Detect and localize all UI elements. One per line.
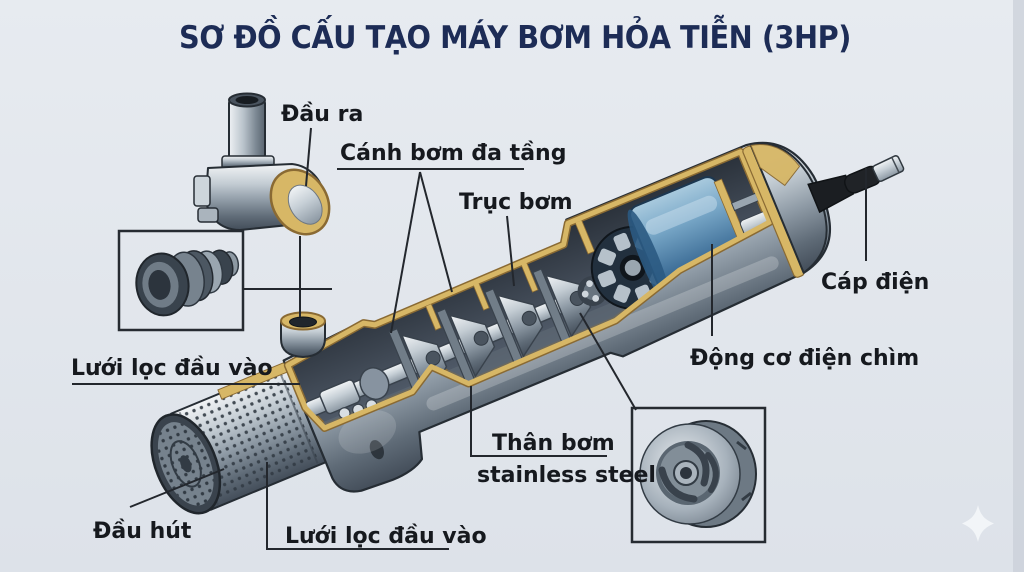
- seal-inset: [117, 229, 245, 332]
- leader-shaft: [506, 215, 515, 287]
- label-inlet-filter-bottom: Lưới lọc đầu vào: [285, 524, 487, 549]
- label-submersible-motor: Động cơ điện chìm: [690, 346, 919, 371]
- impeller-inset: [630, 406, 767, 544]
- impeller-inset-box: [630, 406, 767, 544]
- elbow-pipe-bore: [235, 96, 259, 104]
- page-edge-shade: [1013, 0, 1024, 572]
- seal-part: [135, 249, 240, 317]
- check-valve-disc: [359, 367, 390, 401]
- page-title: SƠ ĐỒ CẤU TẠO MÁY BƠM HỎA TIỄN (3HP): [179, 15, 851, 56]
- leader-suction: [129, 468, 225, 508]
- impeller-stage: [436, 307, 496, 389]
- leader-body-bracket: [470, 386, 607, 457]
- elbow-pipe: [228, 98, 266, 160]
- impeller-vane: [705, 452, 719, 493]
- outlet-elbow: [193, 92, 331, 236]
- discharge-port: [280, 311, 326, 358]
- label-suction-head: Đầu hút: [93, 519, 192, 544]
- label-power-cable: Cáp điện: [821, 270, 929, 295]
- shell-highlight: [426, 256, 779, 411]
- endcap-cut: [750, 144, 801, 187]
- cable-tip: [872, 155, 905, 182]
- label-multistage-impeller: Cánh bơm đa tầng: [340, 141, 566, 166]
- suction-endcap: [150, 413, 222, 515]
- impeller-part: [639, 420, 757, 528]
- label-inlet-filter-left: Lưới lọc đầu vào: [71, 356, 273, 381]
- leader-impeller-b: [419, 171, 453, 293]
- brass-cut-band: [285, 149, 773, 431]
- leader-impeller-inset: [579, 312, 637, 411]
- leader-impeller-a: [390, 171, 421, 334]
- label-pump-shaft: Trục bơm: [459, 190, 573, 215]
- seal-inset-box: [117, 229, 245, 332]
- flange-bolt-hole: [369, 440, 384, 460]
- leader-filter-bottom: [266, 462, 449, 550]
- elbow-cut-face: [269, 168, 331, 236]
- pump-assembly: [150, 141, 905, 515]
- cable-gland: [807, 174, 855, 214]
- impeller-vane: [658, 466, 698, 503]
- label-outlet: Đầu ra: [281, 102, 363, 127]
- sparkle-icon: [962, 505, 994, 542]
- label-pump-body-line2: stainless steel: [477, 463, 656, 488]
- impeller-vane: [684, 441, 710, 487]
- label-pump-body-line1: Thân bơm: [492, 431, 615, 456]
- leader-outlet: [305, 127, 312, 187]
